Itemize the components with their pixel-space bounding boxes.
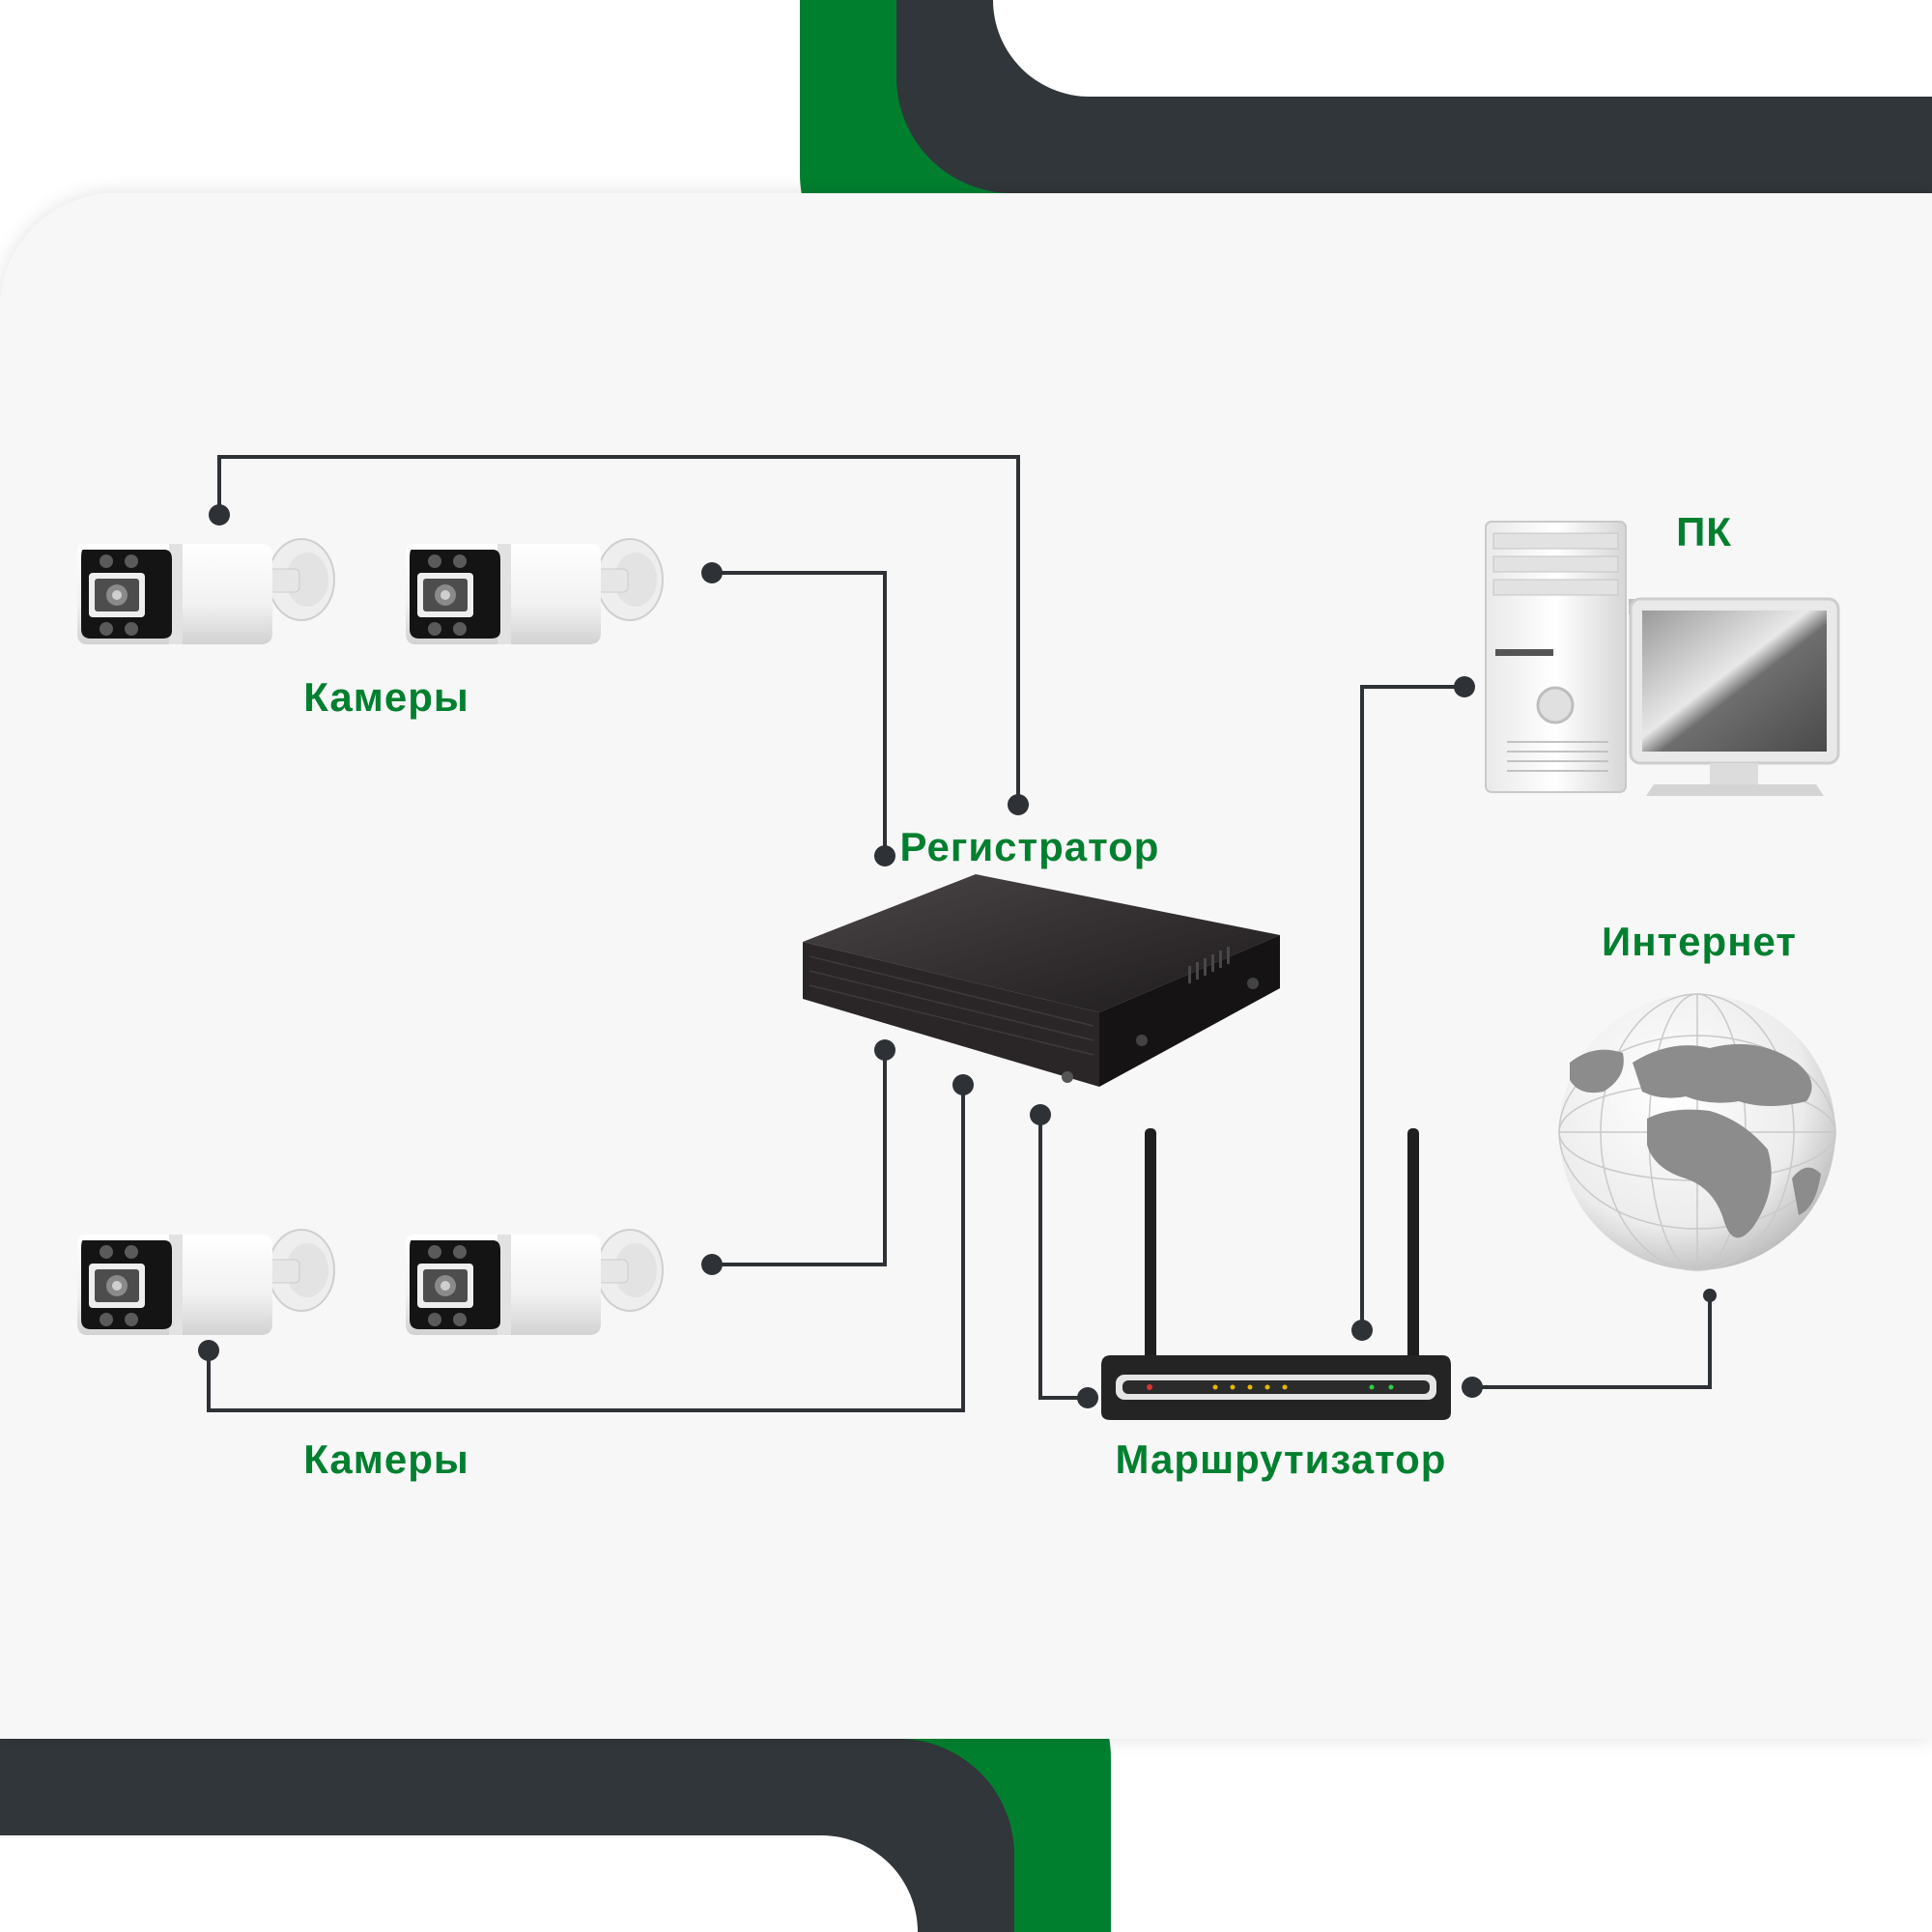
wire-dot	[1703, 1289, 1717, 1302]
wire-dot	[1008, 794, 1029, 815]
cameras-top-label: Камеры	[303, 674, 469, 720]
camera-icon-3	[76, 1229, 335, 1336]
bottom-white-band	[0, 1835, 918, 1932]
camera-icon-2	[405, 538, 664, 645]
wire-dot	[701, 562, 723, 583]
internet-label: Интернет	[1602, 919, 1797, 964]
top-white-band	[993, 0, 1932, 97]
wifi-router-icon	[1101, 1128, 1451, 1420]
wire-dot	[1454, 676, 1475, 697]
wire-dvr-router	[1038, 1115, 1088, 1400]
wire-dot	[874, 845, 895, 867]
router-label: Маршрутизатор	[1115, 1436, 1447, 1482]
wire-camera4-dvr	[712, 1050, 887, 1266]
video-recorder-icon	[803, 874, 1280, 1087]
wire-router-pc	[1360, 685, 1464, 1330]
wire-dot	[209, 504, 230, 526]
wire-dot	[1462, 1377, 1483, 1398]
camera-icon-1	[76, 538, 335, 645]
pc-label: ПК	[1676, 509, 1732, 554]
wire-camera1-dvr	[217, 455, 1020, 805]
wire-dot	[874, 1039, 895, 1061]
wire-camera3-dvr	[207, 1085, 965, 1412]
globe-icon	[1558, 993, 1836, 1271]
registrator-label: Регистратор	[899, 824, 1160, 869]
cameras-bottom-label: Камеры	[303, 1436, 469, 1482]
wire-dot	[952, 1074, 974, 1095]
wire-router-internet	[1472, 1295, 1712, 1389]
wire-camera2-dvr	[712, 571, 887, 856]
wire-dot	[1077, 1387, 1098, 1408]
wire-dot	[198, 1340, 219, 1361]
wire-dot	[1351, 1320, 1373, 1341]
wire-dot	[1030, 1104, 1051, 1125]
wire-dot	[701, 1254, 723, 1275]
camera-icon-4	[405, 1229, 664, 1336]
desktop-computer-icon	[1485, 521, 1840, 796]
